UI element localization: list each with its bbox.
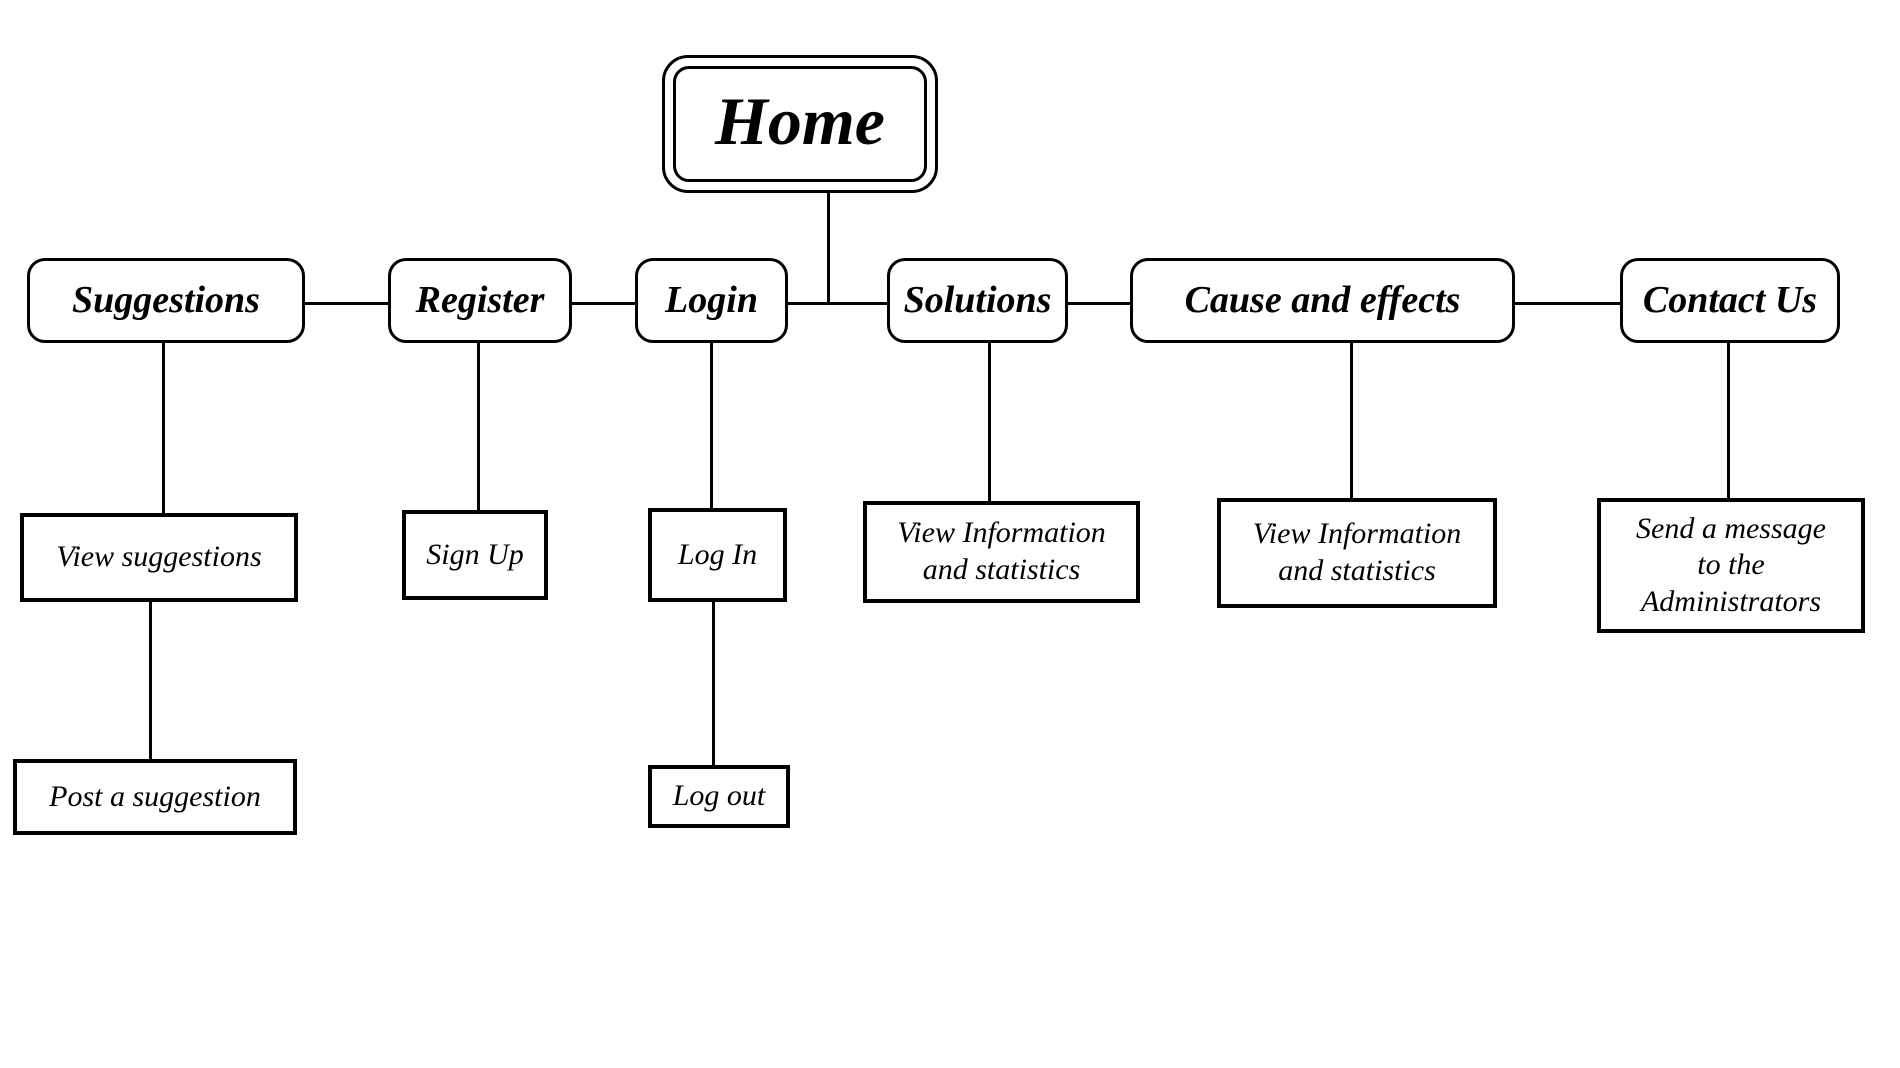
node-login: Login [635, 258, 788, 343]
node-log-in: Log In [648, 508, 787, 602]
edge-login-login2 [710, 343, 713, 508]
edge-cause-child [1350, 343, 1353, 498]
node-solutions-info-statistics-label: View Information and statistics [897, 516, 1106, 586]
node-view-suggestions-label: View suggestions [56, 540, 262, 574]
node-home-inner-border: Home [673, 66, 927, 182]
node-send-message-admins-label: Send a message to the Administrators [1636, 511, 1826, 618]
edge-viewsuggestions-postsuggestion [149, 602, 152, 759]
node-login-label: Login [665, 278, 758, 321]
node-view-suggestions: View suggestions [20, 513, 298, 602]
edge-contact-child [1727, 343, 1730, 498]
node-solutions-info-statistics: View Information and statistics [863, 501, 1140, 603]
edge-solutions-cause [1068, 302, 1130, 305]
edge-login2-logout [712, 602, 715, 765]
node-home-label: Home [715, 83, 885, 159]
node-sign-up: Sign Up [402, 510, 548, 600]
node-log-out: Log out [648, 765, 790, 828]
node-cause-info-statistics: View Information and statistics [1217, 498, 1497, 608]
node-cause-and-effects: Cause and effects [1130, 258, 1515, 343]
node-contact-us-label: Contact Us [1642, 278, 1818, 321]
edge-register-signup [477, 343, 480, 510]
node-contact-us: Contact Us [1620, 258, 1840, 343]
node-log-out-label: Log out [672, 779, 766, 813]
node-post-a-suggestion: Post a suggestion [13, 759, 297, 835]
node-suggestions: Suggestions [27, 258, 305, 343]
node-cause-and-effects-label: Cause and effects [1184, 278, 1461, 321]
edge-register-login [572, 302, 635, 305]
node-suggestions-label: Suggestions [72, 278, 260, 321]
node-log-in-label: Log In [677, 537, 758, 571]
node-cause-info-statistics-label: View Information and statistics [1252, 517, 1462, 587]
node-solutions: Solutions [887, 258, 1068, 343]
node-send-message-admins: Send a message to the Administrators [1597, 498, 1865, 633]
node-register-label: Register [415, 278, 545, 321]
edge-solutions-child [988, 343, 991, 501]
node-home: Home [662, 55, 938, 193]
edge-suggestions-register [305, 302, 388, 305]
node-sign-up-label: Sign Up [426, 537, 524, 571]
node-register: Register [388, 258, 572, 343]
node-post-a-suggestion-label: Post a suggestion [49, 779, 261, 813]
edge-login-solutions [788, 302, 887, 305]
edge-cause-contact [1515, 302, 1620, 305]
edge-home-row [827, 192, 830, 305]
node-solutions-label: Solutions [903, 278, 1052, 321]
edge-suggestions-viewsuggestions [162, 343, 165, 513]
